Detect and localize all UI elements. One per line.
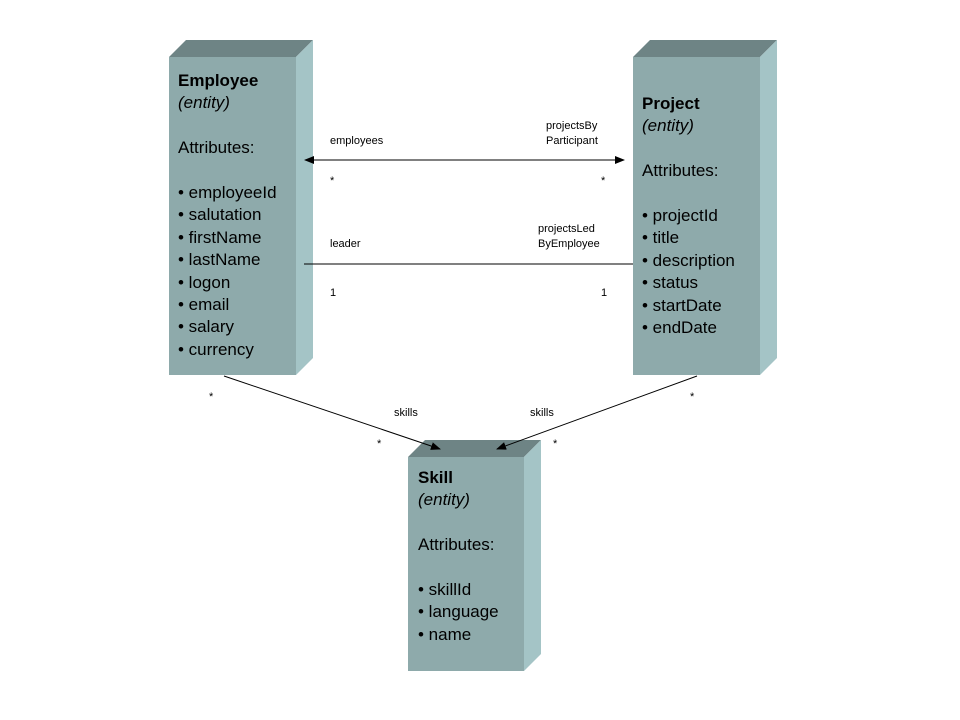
project-attributes-label: Attributes: xyxy=(642,161,719,181)
skill-box-side xyxy=(524,440,541,671)
project-skills-association-line[interactable] xyxy=(496,375,698,450)
employee-entity-stereotype: (entity) xyxy=(178,93,230,113)
leadership-right-role-line2: ByEmployee xyxy=(538,238,600,250)
skill-entity-stereotype: (entity) xyxy=(418,490,470,510)
employee-attribute: • employeeId xyxy=(178,183,277,202)
project-box-front xyxy=(633,57,760,375)
participation-right-multiplicity: * xyxy=(601,175,606,187)
participation-left-multiplicity: * xyxy=(330,175,335,187)
employee-box-side xyxy=(296,40,313,375)
employee-box-top xyxy=(169,40,313,57)
project-box-side xyxy=(760,40,777,375)
skill-box-top xyxy=(408,440,541,457)
leadership-right-multiplicity: 1 xyxy=(601,287,608,299)
participation-right-role-line2: Participant xyxy=(546,135,598,147)
project-skills-role: skills xyxy=(530,407,554,419)
project-attribute: • endDate xyxy=(642,318,717,338)
leadership-left-role: leader xyxy=(330,238,361,250)
employee-attribute: • logon xyxy=(178,272,231,292)
employee-skills-association-line[interactable] xyxy=(223,375,441,450)
employee-attribute: • salutation xyxy=(178,205,262,225)
leadership-left-multiplicity: 1 xyxy=(330,287,337,299)
project-attribute: • description xyxy=(642,250,735,270)
project-entity-name: Project xyxy=(642,94,700,113)
participation-left-role: employees xyxy=(330,135,384,147)
employee-attribute: • currency xyxy=(178,339,254,359)
project-attribute: • startDate xyxy=(642,295,722,315)
project-attribute: • title xyxy=(642,228,680,248)
employee-attribute: • lastName xyxy=(178,250,261,270)
employee-entity-box[interactable] xyxy=(169,40,313,375)
skill-entity-name: Skill xyxy=(418,468,453,487)
employee-entity-name: Employee xyxy=(178,71,259,90)
project-skills-source-multiplicity: * xyxy=(690,391,695,403)
project-entity-content: Project (entity) Attributes: • projectId… xyxy=(642,93,735,339)
skill-attributes-label: Attributes: xyxy=(418,535,495,555)
employee-skills-source-multiplicity: * xyxy=(209,391,214,403)
participation-right-role-line1: projectsBy xyxy=(546,120,598,132)
skill-attribute: • name xyxy=(418,624,472,644)
employee-entity-content: Employee (entity) Attributes: • employee… xyxy=(178,70,277,361)
employee-box-front xyxy=(169,57,296,375)
project-attribute: • projectId xyxy=(642,206,718,225)
project-attribute: • status xyxy=(642,273,699,293)
project-entity-stereotype: (entity) xyxy=(642,116,694,136)
employee-skills-role: skills xyxy=(394,407,418,419)
employee-attribute: • email xyxy=(178,295,230,315)
skill-box-front xyxy=(408,457,524,671)
project-entity-box[interactable] xyxy=(633,40,777,375)
skill-attribute: • language xyxy=(418,602,499,622)
employee-attribute: • firstName xyxy=(178,227,262,247)
project-skills-target-multiplicity: * xyxy=(553,438,558,450)
employee-attributes-label: Attributes: xyxy=(178,138,255,158)
project-box-top xyxy=(633,40,777,57)
skill-entity-content: Skill (entity) Attributes: • skillId • l… xyxy=(418,467,499,646)
leadership-right-role-line1: projectsLed xyxy=(538,223,595,235)
skill-attribute: • skillId xyxy=(418,580,472,599)
skill-entity-box[interactable] xyxy=(408,440,541,671)
employee-skills-target-multiplicity: * xyxy=(377,438,382,450)
employee-attribute: • salary xyxy=(178,317,235,337)
